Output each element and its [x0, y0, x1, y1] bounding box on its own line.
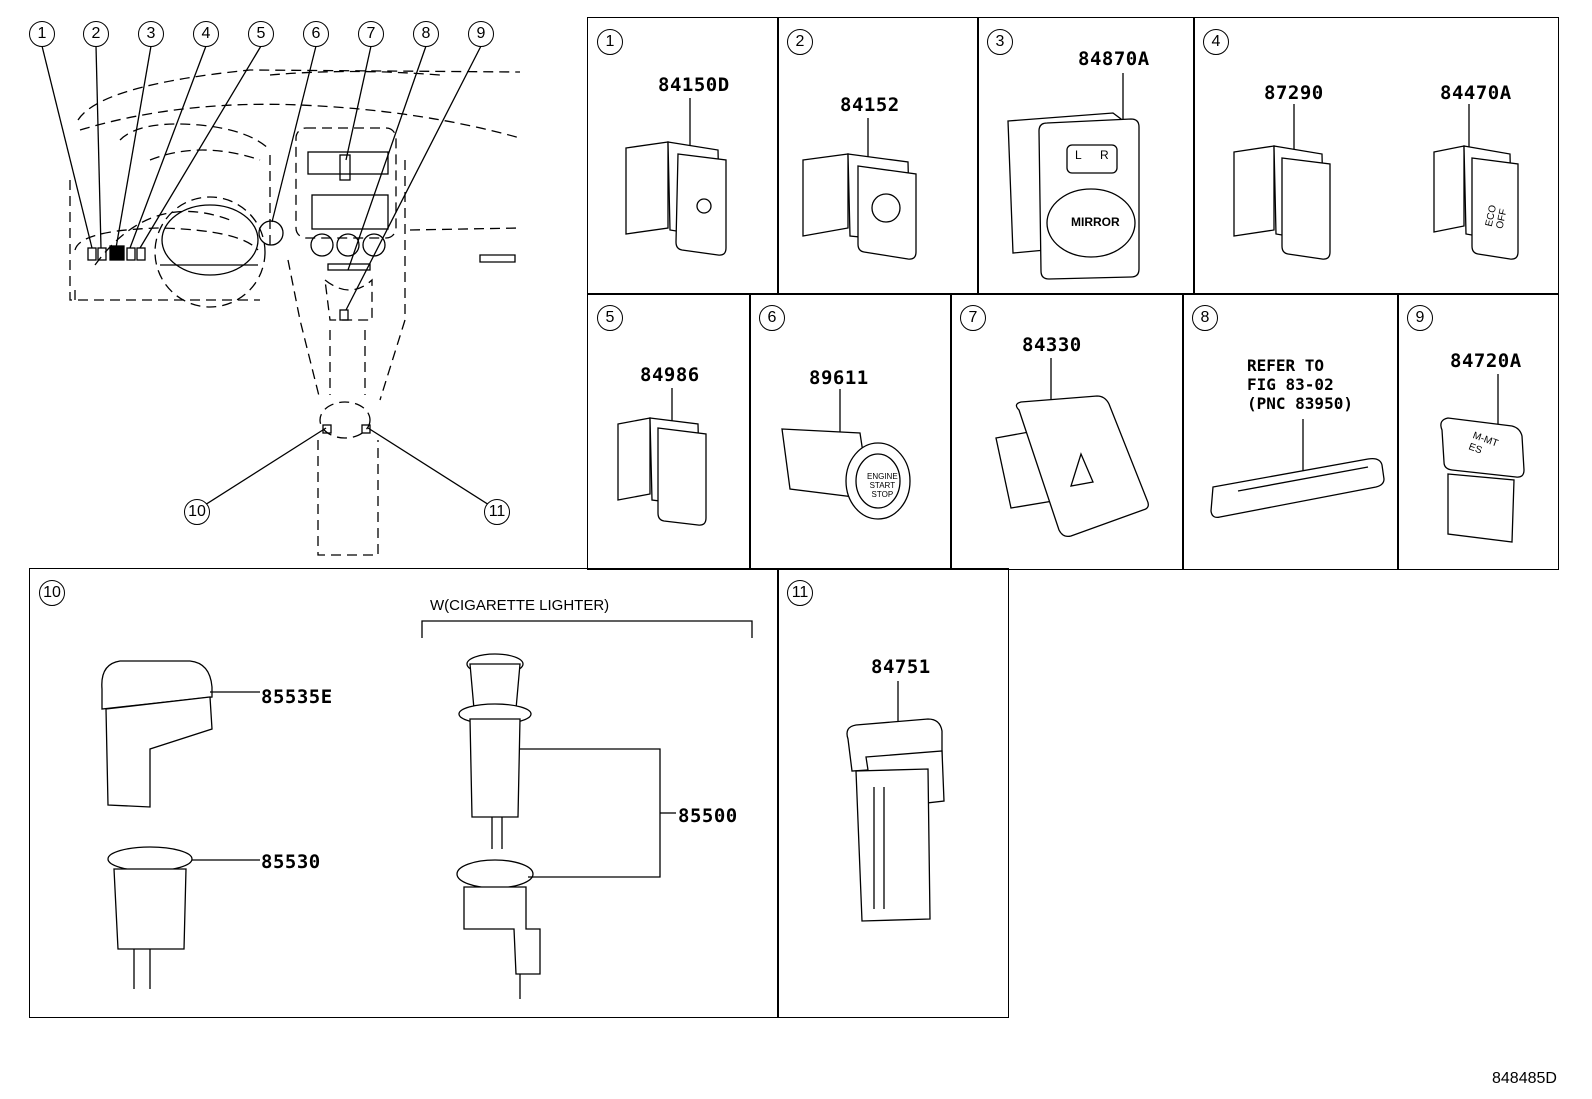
- cell-callout-8: 8: [1192, 305, 1218, 331]
- switch-drawing-84751: [846, 681, 945, 922]
- part-number-85535E: 85535E: [261, 686, 333, 708]
- part-number-84150D: 84150D: [658, 74, 730, 96]
- dashboard-overview-drawing: [41, 45, 521, 556]
- switch-icon: [802, 118, 917, 260]
- lighter-bracket: [421, 620, 753, 638]
- part-number-84986: 84986: [640, 364, 700, 386]
- cell-callout-10: 10: [39, 580, 65, 606]
- callout-4: 4: [193, 21, 219, 47]
- cell-2: 2 84152: [777, 17, 979, 295]
- cell-9: 9 84720A M-MT ES: [1397, 293, 1559, 570]
- switch-panel-drawing: [1210, 419, 1385, 519]
- mirror-switch-right: R: [1100, 148, 1109, 162]
- switch-icon: [1233, 104, 1519, 260]
- mirror-switch-label: MIRROR: [1071, 215, 1120, 229]
- part-number-85530: 85530: [261, 851, 321, 873]
- cigarette-lighter-label: W(CIGARETTE LIGHTER): [430, 597, 610, 614]
- cell-5: 5 84986: [587, 293, 751, 570]
- callout-9: 9: [468, 21, 494, 47]
- switch-icon: [625, 98, 727, 256]
- socket-drawings: [101, 653, 676, 999]
- mirror-switch-left: L: [1075, 148, 1082, 162]
- cell-10: 10 W(CIGARETTE LIGHTER) 85535E 85530 855…: [29, 568, 779, 1018]
- cell-callout-5: 5: [597, 305, 623, 331]
- callout-10: 10: [184, 499, 210, 525]
- eco-off-label: ECO OFF: [1483, 204, 1510, 230]
- cell-callout-9: 9: [1407, 305, 1433, 331]
- cell-1: 1 84150D: [587, 17, 779, 295]
- cell-callout-1: 1: [597, 29, 623, 55]
- part-number-84330: 84330: [1022, 334, 1082, 356]
- cell-callout-4: 4: [1203, 29, 1229, 55]
- part-number-84152: 84152: [840, 94, 900, 116]
- start-stop-label: ENGINE START STOP: [867, 472, 898, 499]
- callout-6: 6: [303, 21, 329, 47]
- part-number-87290: 87290: [1264, 82, 1324, 104]
- part-number-84870A: 84870A: [1078, 48, 1150, 70]
- cell-6: 6 89611 ENGINE START STOP: [749, 293, 952, 570]
- callout-2: 2: [83, 21, 109, 47]
- cell-callout-11: 11: [787, 580, 813, 606]
- mirror-switch-drawing: [1007, 73, 1140, 280]
- cell-3: 3 84870A MIRROR L R: [977, 17, 1195, 295]
- part-number-84720A: 84720A: [1450, 350, 1522, 372]
- part-number-84470A: 84470A: [1440, 82, 1512, 104]
- cell-callout-7: 7: [960, 305, 986, 331]
- hazard-switch-drawing: [995, 358, 1149, 538]
- part-number-89611: 89611: [809, 367, 869, 389]
- part-number-85500: 85500: [678, 805, 738, 827]
- switch-icon: [617, 388, 707, 526]
- cell-callout-2: 2: [787, 29, 813, 55]
- diagram-id: 848485D: [1492, 1070, 1557, 1087]
- callout-7: 7: [358, 21, 384, 47]
- callout-3: 3: [138, 21, 164, 47]
- cell-8: 8 REFER TO FIG 83-02 (PNC 83950): [1182, 293, 1399, 570]
- cell-7: 7 84330: [950, 293, 1184, 570]
- cell-4: 4 87290 84470A ECO OFF: [1193, 17, 1559, 295]
- start-button-drawing: [781, 389, 911, 520]
- callout-5: 5: [248, 21, 274, 47]
- refer-note: REFER TO FIG 83-02 (PNC 83950): [1247, 356, 1353, 413]
- cell-callout-3: 3: [987, 29, 1013, 55]
- callout-1: 1: [29, 21, 55, 47]
- cell-11: 11 84751: [777, 568, 1009, 1018]
- cell-callout-6: 6: [759, 305, 785, 331]
- part-number-84751: 84751: [871, 656, 931, 678]
- callout-8: 8: [413, 21, 439, 47]
- switch-icon: [1440, 374, 1525, 543]
- callout-11: 11: [484, 499, 510, 525]
